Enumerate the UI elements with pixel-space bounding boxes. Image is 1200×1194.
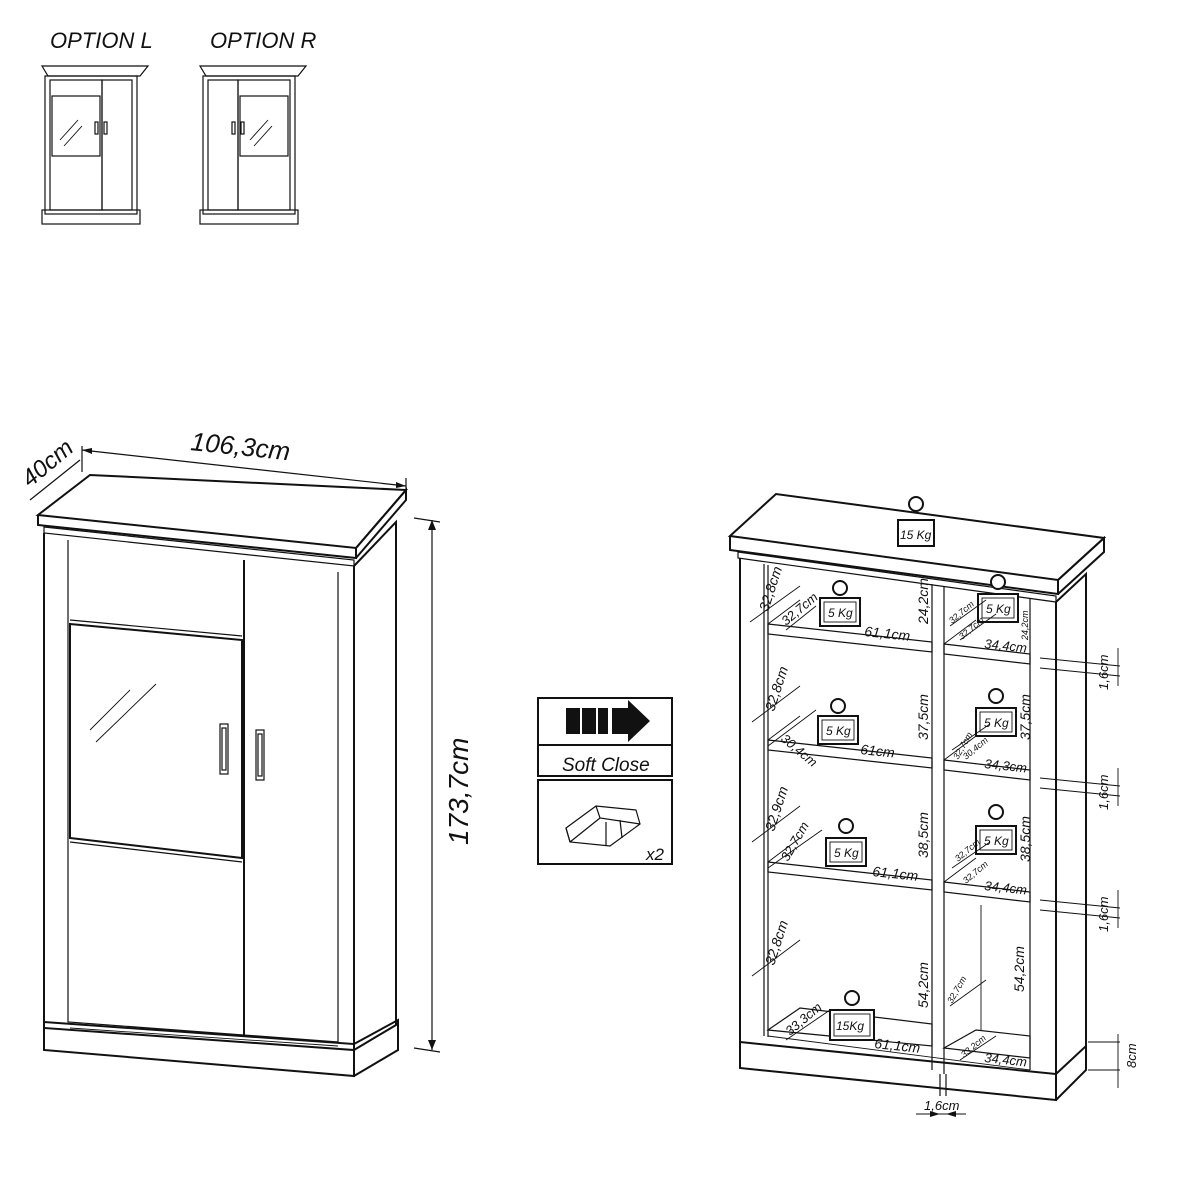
left-depth-b: 32,7cm: [778, 589, 820, 628]
hinge-box: x2: [537, 779, 673, 865]
right-height-1: 24,2cm: [1020, 610, 1030, 641]
width-dimension: 106,3cm: [189, 426, 291, 466]
right-width-3: 34,4cm: [984, 878, 1028, 897]
left-height-1: 24,2cm: [915, 578, 931, 625]
left-depth-h: 33,3cm: [782, 999, 824, 1038]
right-height-2: 37,5cm: [1017, 694, 1033, 740]
shelf-load-label-6: 5 Kg: [984, 834, 1009, 848]
left-depth-d: 30,4cm: [778, 731, 820, 770]
bottom-load-label: 15Kg: [836, 1019, 864, 1033]
left-depth-a: 32,8cm: [756, 564, 786, 613]
left-height-3: 38,5cm: [915, 812, 931, 858]
interior-view-cabinet: [727, 492, 1107, 1102]
left-depth-e: 32,9cm: [762, 784, 792, 833]
height-dimension: 173,7cm: [443, 738, 474, 845]
depth-dimension: 40cm: [17, 434, 79, 492]
left-width-1: 61,1cm: [864, 623, 912, 644]
load-indicators: 15 Kg 5 Kg 5 Kg 5 Kg 15Kg 5 Kg 5 Kg 5 Kg: [817, 496, 1019, 1041]
right-height-3: 38,5cm: [1017, 816, 1033, 862]
top-load-label: 15 Kg: [900, 528, 932, 542]
right-height-4: 54,2cm: [1011, 946, 1027, 992]
soft-close-label: Soft Close: [562, 755, 650, 776]
shelf-load-label-1: 5 Kg: [828, 606, 853, 620]
right-width-2: 34,3cm: [984, 756, 1028, 775]
hinge-count: x2: [645, 845, 665, 864]
hinge-icon: [565, 805, 641, 847]
left-height-2: 37,5cm: [915, 694, 931, 740]
shelf-thickness-2: 1,6cm: [1096, 774, 1111, 810]
left-depth-c: 32,8cm: [762, 664, 792, 713]
shelf-load-label-5: 5 Kg: [984, 716, 1009, 730]
front-view-cabinet: [35, 473, 409, 1078]
left-width-2: 61cm: [860, 741, 896, 761]
option-r-label: OPTION R: [210, 28, 316, 53]
shelf-thickness-1: 1,6cm: [1096, 654, 1111, 690]
option-r-thumbnail: OPTION R: [198, 28, 316, 225]
plinth-height: 8cm: [1124, 1043, 1139, 1068]
left-height-4: 54,2cm: [915, 962, 931, 1008]
right-depth-g: 32,7cm: [945, 974, 969, 1005]
right-width-4: 34,4cm: [984, 1050, 1028, 1069]
soft-close-box: Soft Close: [537, 697, 673, 777]
shelf-load-label-4: 5 Kg: [986, 602, 1011, 616]
option-l-label: OPTION L: [50, 28, 153, 53]
left-width-4: 61,1cm: [874, 1035, 922, 1056]
arrow-icon: [566, 700, 650, 742]
right-width-1: 34,4cm: [984, 636, 1028, 655]
option-l-thumbnail: OPTION L: [40, 28, 153, 225]
left-width-3: 61,1cm: [872, 863, 920, 884]
left-depth-g: 32,8cm: [762, 918, 792, 967]
shelf-load-label-2: 5 Kg: [826, 724, 851, 738]
shelf-thickness-3: 1,6cm: [1096, 896, 1111, 932]
shelf-load-label-3: 5 Kg: [834, 846, 859, 860]
divider-thickness: 1,6cm: [924, 1098, 960, 1113]
